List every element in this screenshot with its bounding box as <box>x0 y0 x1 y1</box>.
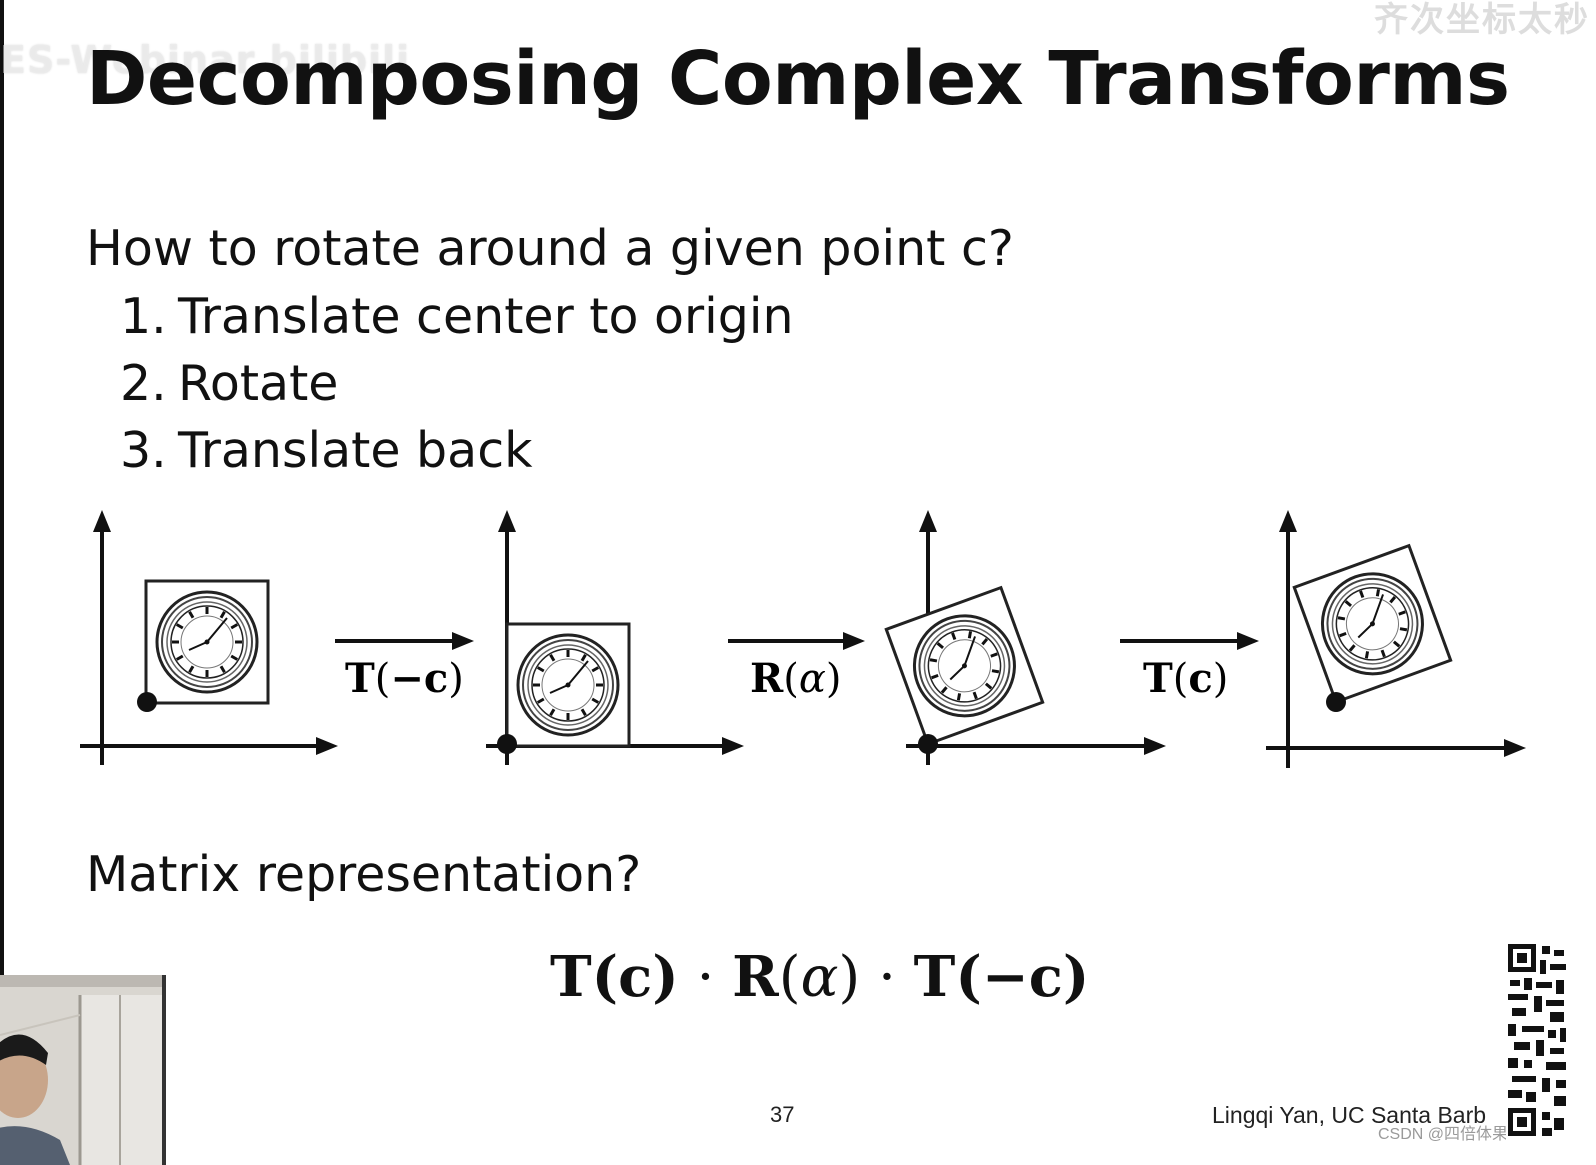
op-arrow-translate-neg: T(−c) <box>335 632 474 702</box>
csdn-watermark: CSDN @四倍体果蝇 <box>1378 1126 1525 1143</box>
clock-icon <box>516 633 620 737</box>
matrix-question: Matrix representation? <box>86 846 642 903</box>
panel-rotated <box>884 510 1166 765</box>
qr-code <box>1506 940 1568 1145</box>
step-text: Translate back <box>178 422 533 479</box>
op-label: T(c) <box>1143 655 1228 702</box>
webcam-video <box>0 975 166 1165</box>
pivot-point <box>1326 692 1346 712</box>
pivot-point <box>918 734 938 754</box>
panel-translated <box>486 510 744 765</box>
slide-left-edge <box>0 0 4 985</box>
op-arrow-rotate: R(α) <box>728 632 865 702</box>
transform-figure: T(−c) R(α) T(c) <box>80 510 1526 768</box>
composite-formula: T(c) · R(α) · T(−c) <box>550 944 1090 1010</box>
step-number: 3. <box>120 422 167 479</box>
step-text: Rotate <box>178 355 339 412</box>
watermark-right: 齐次坐标太秒 <box>1374 0 1590 40</box>
op-label: R(α) <box>750 655 841 702</box>
pivot-point <box>137 692 157 712</box>
question-text: How to rotate around a given point c? <box>86 220 1014 277</box>
op-arrow-translate-back: T(c) <box>1120 632 1259 702</box>
step-number: 2. <box>120 355 167 412</box>
panel-final <box>1266 510 1526 768</box>
op-label: T(−c) <box>345 655 464 702</box>
page-number: 37 <box>770 1102 795 1127</box>
watermark-left: ES-Webinar bilibili <box>0 38 411 82</box>
step-3: 3.Translate back <box>120 422 533 479</box>
step-1: 1.Translate center to origin <box>120 288 794 345</box>
step-text: Translate center to origin <box>178 288 794 345</box>
panel-original <box>80 510 338 765</box>
step-2: 2.Rotate <box>120 355 338 412</box>
author-credit: Lingqi Yan, UC Santa Barb <box>1212 1102 1487 1128</box>
pivot-point <box>497 734 517 754</box>
clock-icon <box>155 590 259 694</box>
step-number: 1. <box>120 288 167 345</box>
slide-title: Decomposing Complex Transforms <box>86 36 1510 122</box>
